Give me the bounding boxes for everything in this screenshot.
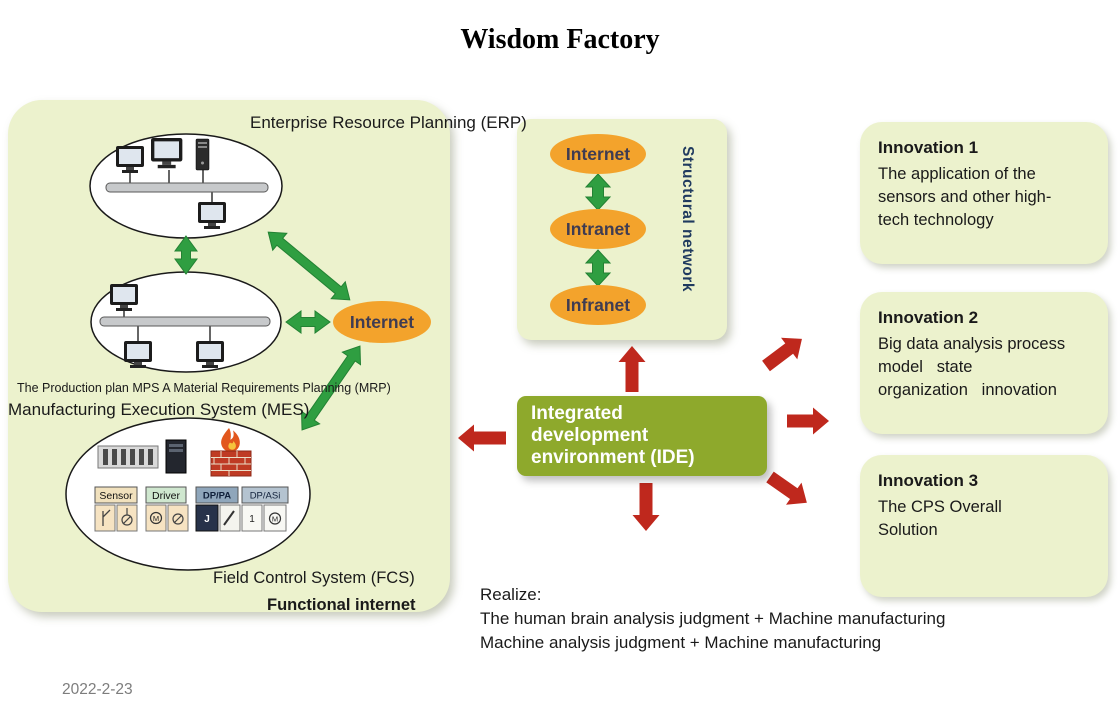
internet-node: Internet (333, 301, 431, 343)
fcs-label: Field Control System (FCS) (213, 569, 415, 587)
structural-infranet-node: Infranet (550, 285, 646, 325)
red-arrow-up (618, 346, 646, 392)
realize-heading: Realize: (480, 585, 542, 604)
innovation-2-panel: Innovation 2 Big data analysis process m… (860, 292, 1108, 434)
innovation-1-title: Innovation 1 (878, 138, 979, 157)
innovation-2-title: Innovation 2 (878, 308, 979, 327)
red-arrow-left (458, 424, 506, 452)
page-title: Wisdom Factory (460, 24, 660, 55)
structural-internet-node: Internet (550, 134, 646, 174)
realize-line-1: The human brain analysis judgment + Mach… (480, 609, 946, 629)
innovation-3-title: Innovation 3 (878, 471, 979, 490)
structural-network-label: Structural network (679, 146, 696, 292)
realize-line-2: Machine analysis judgment + Machine manu… (480, 633, 882, 653)
red-arrow-right (787, 407, 829, 435)
mes-label: Manufacturing Execution System (MES) (8, 400, 310, 419)
red-arrow-down (632, 483, 660, 531)
functional-internet-label: Functional internet (267, 596, 416, 614)
innovation-1-panel: Innovation 1 The application of the sens… (860, 122, 1108, 264)
structural-intranet-node: Intranet (550, 209, 646, 249)
innovation-3-panel: Innovation 3 The CPS Overall Solution (860, 455, 1108, 597)
innovation-2-body: Big data analysis process model state or… (878, 335, 1066, 399)
innovation-3-body: The CPS Overall Solution (878, 498, 1002, 539)
erp-label: Enterprise Resource Planning (ERP) (250, 113, 527, 132)
red-arrow-down-right (766, 471, 807, 505)
ide-box: Integrated development environment (IDE) (517, 396, 767, 476)
realize-block: Realize: The human brain analysis judgme… (480, 583, 945, 655)
red-arrow-up-right (762, 337, 802, 372)
innovation-1-body: The application of the sensors and other… (878, 165, 1052, 229)
mps-mrp-label: The Production plan MPS A Material Requi… (17, 381, 391, 395)
functional-internet-panel (8, 100, 450, 612)
date-label: 2022-2-23 (62, 681, 133, 698)
